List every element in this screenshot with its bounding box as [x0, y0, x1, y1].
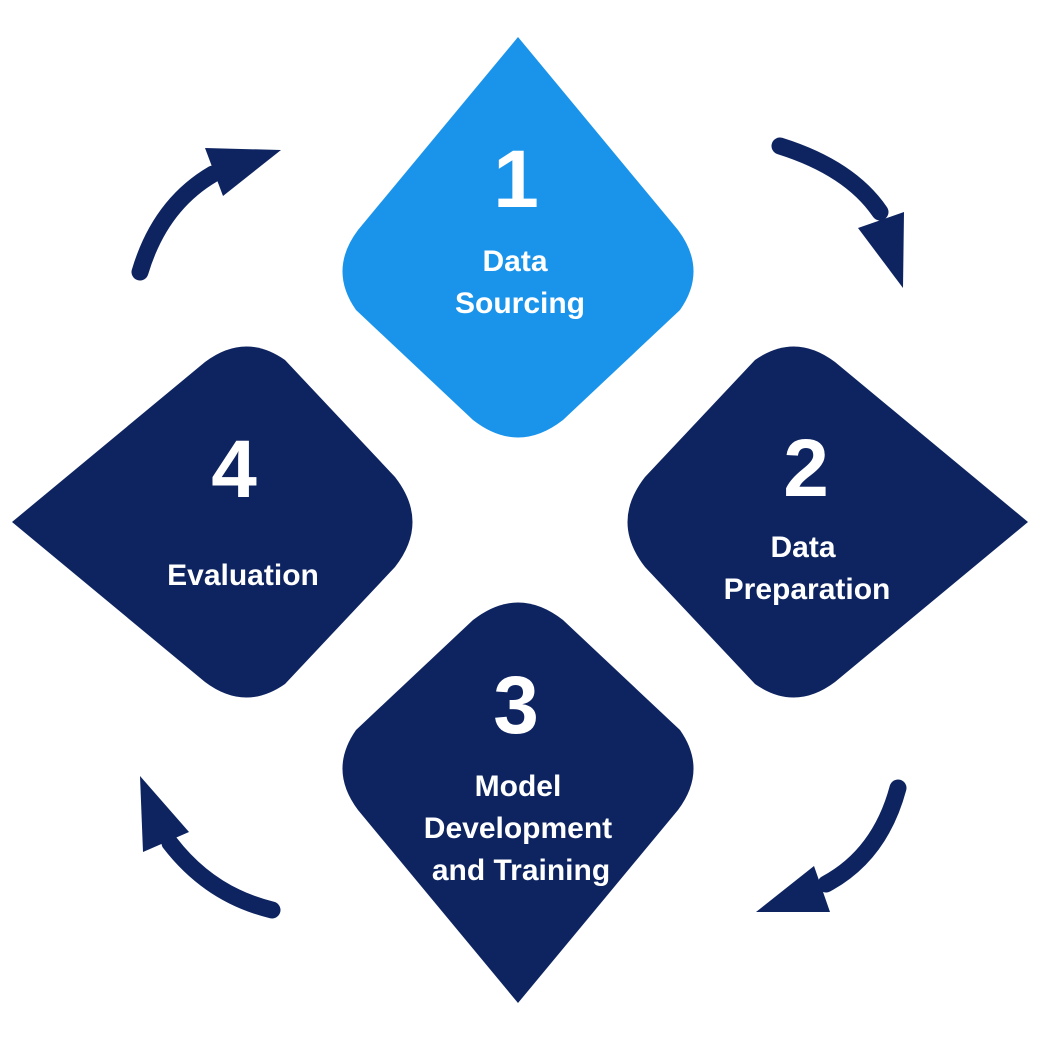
step-2-label-line-1: Data	[770, 531, 835, 564]
curved-arrow-down-right-icon	[771, 137, 904, 288]
step-4-number: 4	[211, 424, 257, 515]
step-2-data-preparation[interactable]	[627, 346, 1029, 698]
step-1-label-line-1: Data	[482, 245, 547, 278]
curved-arrow-up-right-icon	[131, 148, 281, 281]
step-2-number: 2	[783, 423, 829, 514]
step-3-label-line-1: Model	[475, 770, 562, 803]
step-4-label-line-1: Evaluation	[167, 559, 319, 592]
step-4-evaluation[interactable]	[12, 346, 413, 698]
step-1-data-sourcing[interactable]	[342, 37, 694, 438]
step-3-label-line-3: and Training	[432, 854, 610, 887]
step-4-shape	[12, 346, 413, 698]
step-3-label-line-2: Development	[424, 812, 612, 845]
step-3-number: 3	[493, 660, 539, 751]
step-2-shape	[627, 346, 1028, 698]
step-1-label-line-2: Sourcing	[455, 287, 585, 320]
step-2-label-line-2: Preparation	[724, 573, 891, 606]
curved-arrow-up-left-icon	[140, 776, 281, 919]
curved-arrow-down-left-icon	[756, 779, 907, 912]
step-1-shape	[342, 37, 694, 438]
step-1-number: 1	[493, 134, 539, 225]
